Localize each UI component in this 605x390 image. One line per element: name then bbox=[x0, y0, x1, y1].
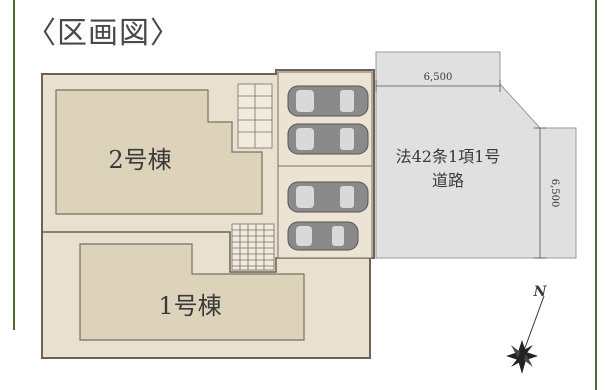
page-title: 〈区画図〉 bbox=[26, 16, 181, 51]
car-2 bbox=[287, 123, 369, 155]
stairs-upper bbox=[237, 83, 273, 149]
compass-icon bbox=[506, 295, 545, 374]
building-2-footprint bbox=[55, 89, 263, 215]
road-label-line1: 法42条1項1号 bbox=[396, 147, 501, 166]
dimension-right bbox=[534, 127, 546, 259]
compass-north-label: N bbox=[533, 284, 548, 300]
building-2-label: 2号棟 bbox=[108, 146, 171, 174]
dimension-top bbox=[375, 80, 501, 92]
car-3 bbox=[287, 181, 369, 213]
dimension-right-label: 6,500 bbox=[549, 179, 560, 208]
building-1-label: 1号棟 bbox=[158, 292, 221, 320]
road-area bbox=[375, 51, 577, 259]
stairs-lower bbox=[231, 223, 275, 271]
dimension-top-label: 6,500 bbox=[424, 72, 453, 83]
car-1 bbox=[287, 85, 369, 117]
car-4 bbox=[287, 221, 359, 251]
road-label-line2: 道路 bbox=[432, 171, 464, 190]
building-1-footprint bbox=[79, 243, 305, 341]
